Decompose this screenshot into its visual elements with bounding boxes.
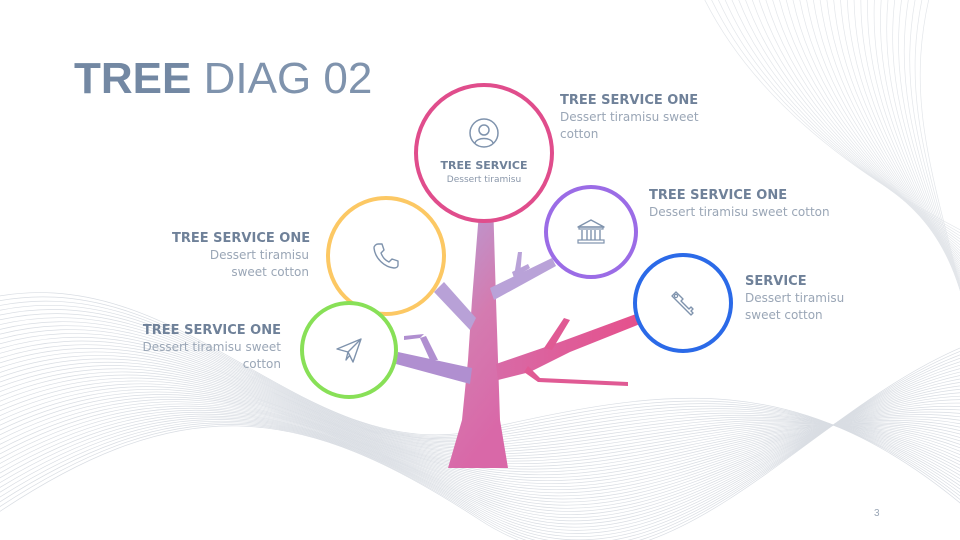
bank-node[interactable] [544,185,638,279]
label-key-desc: Dessert tiramisu sweet cotton [745,291,845,322]
phone-node[interactable] [326,196,446,316]
title-rest: DIAG 02 [203,54,373,103]
user-icon [469,118,499,148]
label-send-desc: Dessert tiramisu sweet cotton [142,340,281,371]
twig-left [420,336,438,360]
label-send-heading: TREE SERVICE ONE [142,323,281,338]
label-bank: TREE SERVICE ONE Dessert tiramisu sweet … [649,187,839,221]
label-bank-heading: TREE SERVICE ONE [649,188,788,203]
twig-left-2 [404,334,424,340]
branch-bank [490,258,556,300]
slide-title: TREE DIAG 02 [74,52,372,106]
paper-plane-icon [336,338,362,363]
title-bold: TREE [74,54,192,103]
label-phone-desc: Dessert tiramisu sweet cotton [209,248,309,279]
phone-icon [373,243,399,269]
center-node[interactable]: TREE SERVICE Dessert tiramisu [414,83,554,223]
branch-phone [434,282,476,330]
tree-trunk [448,200,508,468]
twig-bank-2 [512,264,530,278]
key-icon [671,291,694,316]
page-number: 3 [874,508,880,519]
send-node[interactable] [300,301,398,399]
label-bank-desc: Dessert tiramisu sweet cotton [649,205,830,219]
label-top-desc: Dessert tiramisu sweet cotton [560,110,699,141]
label-phone-heading: TREE SERVICE ONE [172,231,311,246]
key-node[interactable] [633,253,733,353]
bank-icon [577,219,605,244]
label-phone: TREE SERVICE ONE Dessert tiramisu sweet … [172,230,311,281]
label-top: TREE SERVICE ONE Dessert tiramisu sweet … [560,92,710,143]
twig-key-up [544,318,570,350]
center-node-heading: TREE SERVICE [440,159,528,172]
twig-key-down [524,366,628,386]
label-key-heading: SERVICE [745,274,807,289]
label-key: SERVICE Dessert tiramisu sweet cotton [745,273,855,324]
branch-send [396,352,472,384]
label-send: TREE SERVICE ONE Dessert tiramisu sweet … [142,322,281,373]
label-top-heading: TREE SERVICE ONE [560,93,699,108]
center-node-desc: Dessert tiramisu [446,175,522,185]
branch-key [496,314,640,380]
